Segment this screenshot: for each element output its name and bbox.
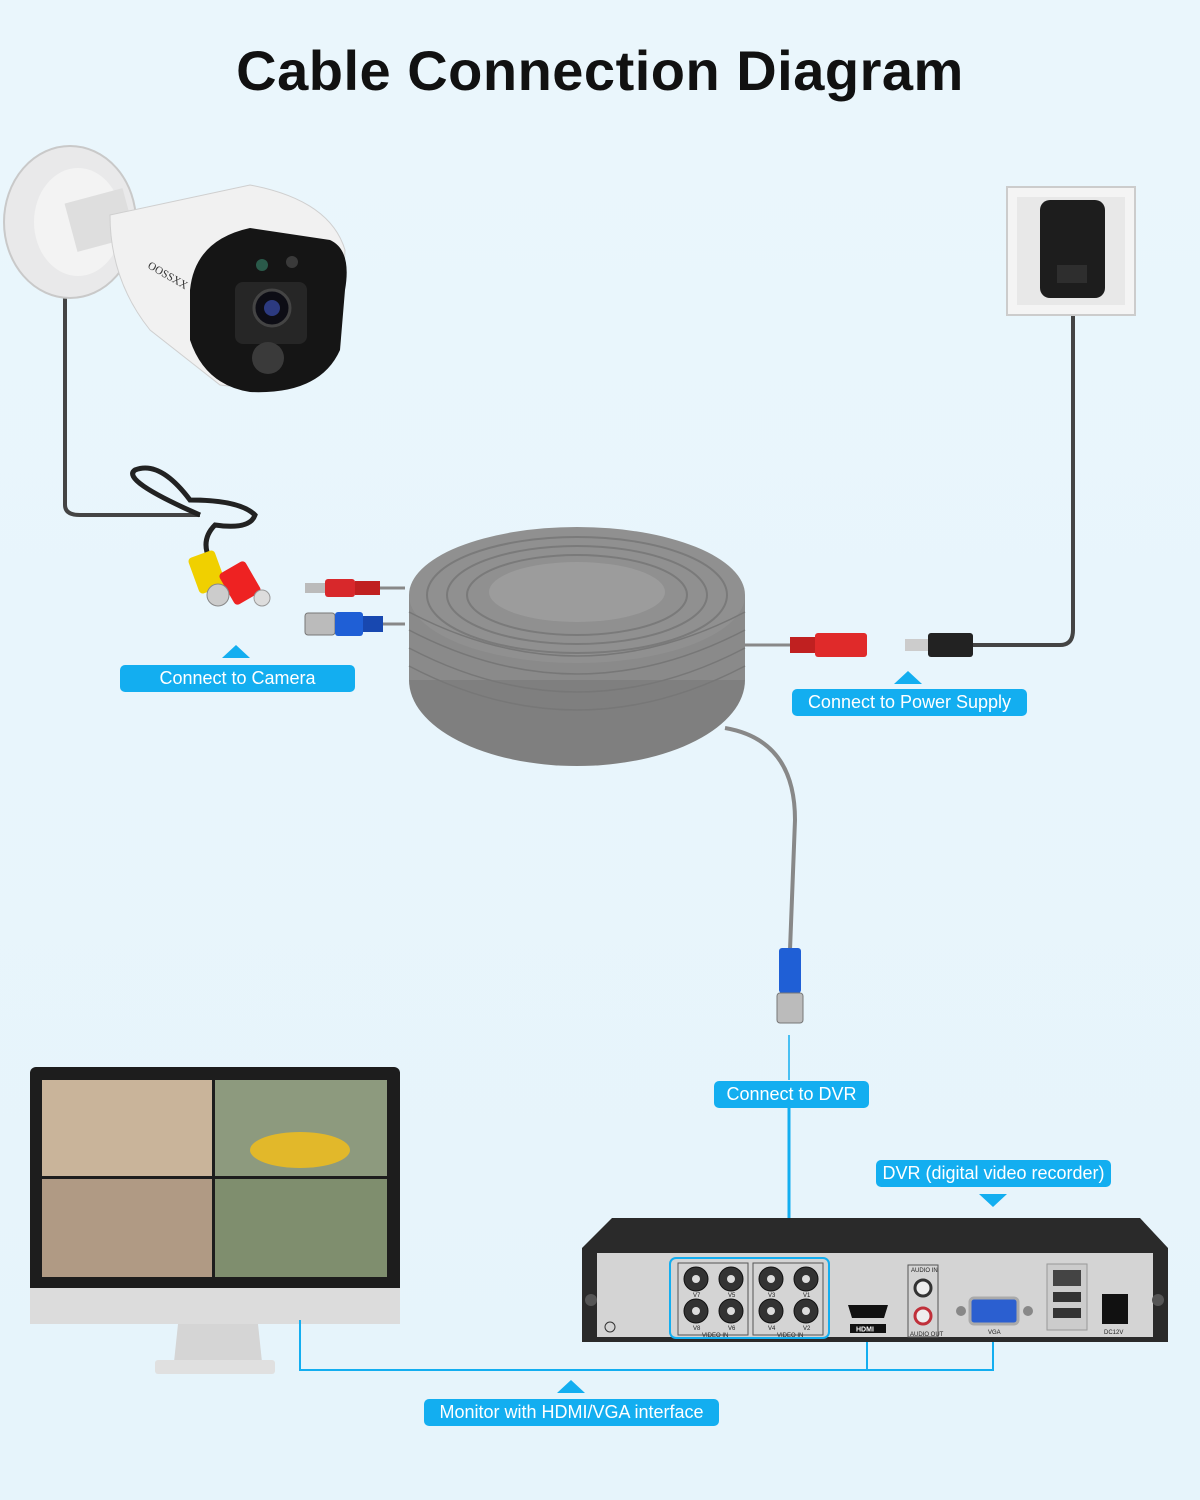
connect-dvr-label: Connect to DVR: [714, 1081, 869, 1108]
svg-text:V1: V1: [803, 1293, 811, 1299]
cable-coil-icon: [408, 527, 746, 766]
power-adapter-icon: [1006, 186, 1136, 316]
cable-connectors-left: [304, 579, 405, 636]
connect-power-label: Connect to Power Supply: [792, 689, 1027, 716]
arrow-up-icon: [557, 1380, 585, 1393]
svg-text:VGA: VGA: [988, 1330, 1001, 1336]
svg-text:V8: V8: [693, 1326, 701, 1332]
svg-text:DC12V: DC12V: [1104, 1330, 1123, 1336]
svg-text:V6: V6: [728, 1326, 736, 1332]
svg-text:V3: V3: [768, 1293, 776, 1299]
dvr-icon: V7 V5 V8 V6 V3 V1 V4 V2 VIDEO IN VIDEO I…: [582, 1218, 1168, 1342]
monitor-icon: [30, 1067, 400, 1374]
dvr-label: DVR (digital video recorder): [876, 1160, 1111, 1187]
connect-camera-label: Connect to Camera: [120, 665, 355, 692]
svg-text:V5: V5: [728, 1293, 736, 1299]
monitor-label: Monitor with HDMI/VGA interface: [424, 1399, 719, 1426]
svg-text:VIDEO IN: VIDEO IN: [777, 1333, 803, 1339]
svg-text:HDMI: HDMI: [856, 1327, 874, 1334]
power-cable: [745, 300, 1075, 657]
camera-icon: OOSSXX: [3, 145, 347, 393]
arrow-up-icon: [894, 671, 922, 684]
svg-text:V2: V2: [803, 1326, 811, 1332]
arrow-down-icon: [979, 1194, 1007, 1207]
camera-wire: [63, 290, 200, 517]
dvr-cable: [724, 726, 804, 1250]
svg-text:VIDEO IN: VIDEO IN: [702, 1333, 728, 1339]
arrow-up-icon: [222, 645, 250, 658]
page-title: Cable Connection Diagram: [236, 39, 964, 102]
svg-text:AUDIO IN: AUDIO IN: [911, 1268, 938, 1274]
svg-text:AUDIO OUT: AUDIO OUT: [910, 1332, 944, 1338]
svg-text:V4: V4: [768, 1326, 776, 1332]
svg-text:V7: V7: [693, 1293, 701, 1299]
pigtail-connector-icon: [130, 465, 271, 607]
